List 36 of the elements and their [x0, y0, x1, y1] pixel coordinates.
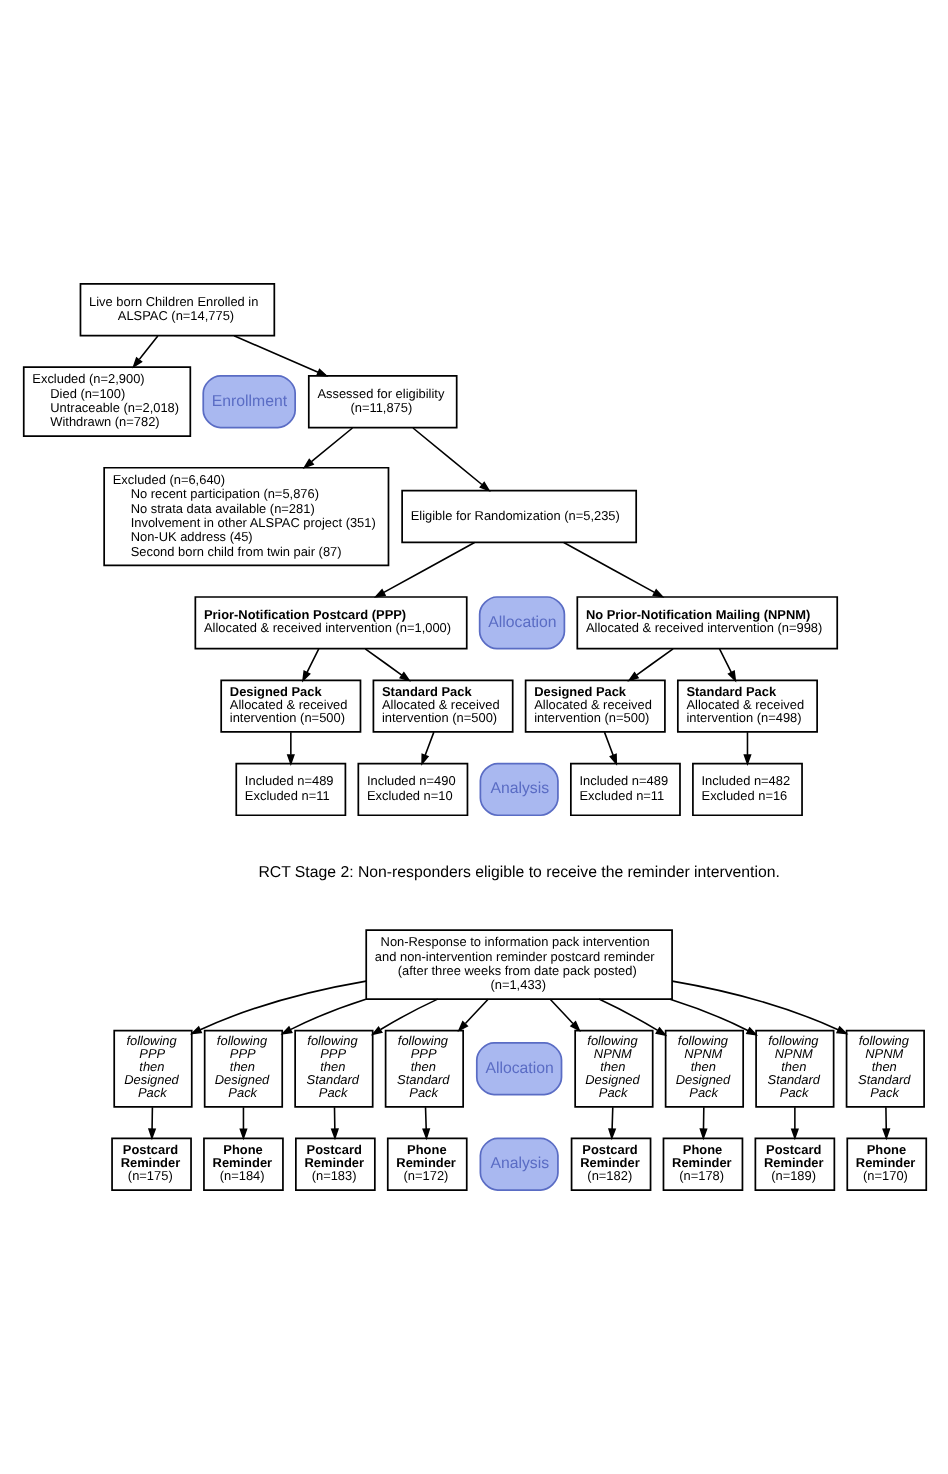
arrow	[363, 648, 410, 682]
arrow	[602, 731, 617, 766]
arrow	[329, 1106, 338, 1141]
node-box: Enrollment	[201, 375, 295, 429]
arrow	[626, 648, 673, 682]
arrow	[411, 427, 490, 492]
arrow	[301, 427, 353, 469]
arrow	[698, 1106, 707, 1141]
arrow	[279, 998, 366, 1035]
arrow	[548, 998, 580, 1032]
arrow	[188, 980, 366, 1035]
arrow	[742, 731, 751, 766]
node-box: Allocation	[474, 1042, 562, 1096]
arrow	[717, 648, 736, 683]
arrow	[285, 731, 294, 766]
node-box: Analysis	[478, 1137, 558, 1191]
arrow	[131, 335, 158, 369]
arrow	[372, 541, 475, 598]
arrow	[607, 1106, 616, 1141]
arrow	[670, 980, 848, 1035]
arrow	[369, 998, 438, 1036]
arrow	[668, 998, 758, 1036]
arrow	[238, 1106, 247, 1141]
arrow	[789, 1106, 798, 1141]
arrow	[456, 998, 488, 1032]
label: RCT Stage 2: Non-responders eligible to receive the reminder intervention.	[257, 862, 779, 881]
arrow	[881, 1106, 890, 1141]
arrow	[420, 731, 434, 766]
arrow	[300, 648, 319, 683]
arrow	[421, 1106, 430, 1141]
node-box: Allocation	[477, 596, 565, 650]
node-box: Analysis	[478, 762, 558, 817]
arrow	[232, 335, 328, 377]
arrow	[561, 541, 664, 598]
arrow	[146, 1106, 156, 1141]
arrow	[597, 998, 667, 1037]
